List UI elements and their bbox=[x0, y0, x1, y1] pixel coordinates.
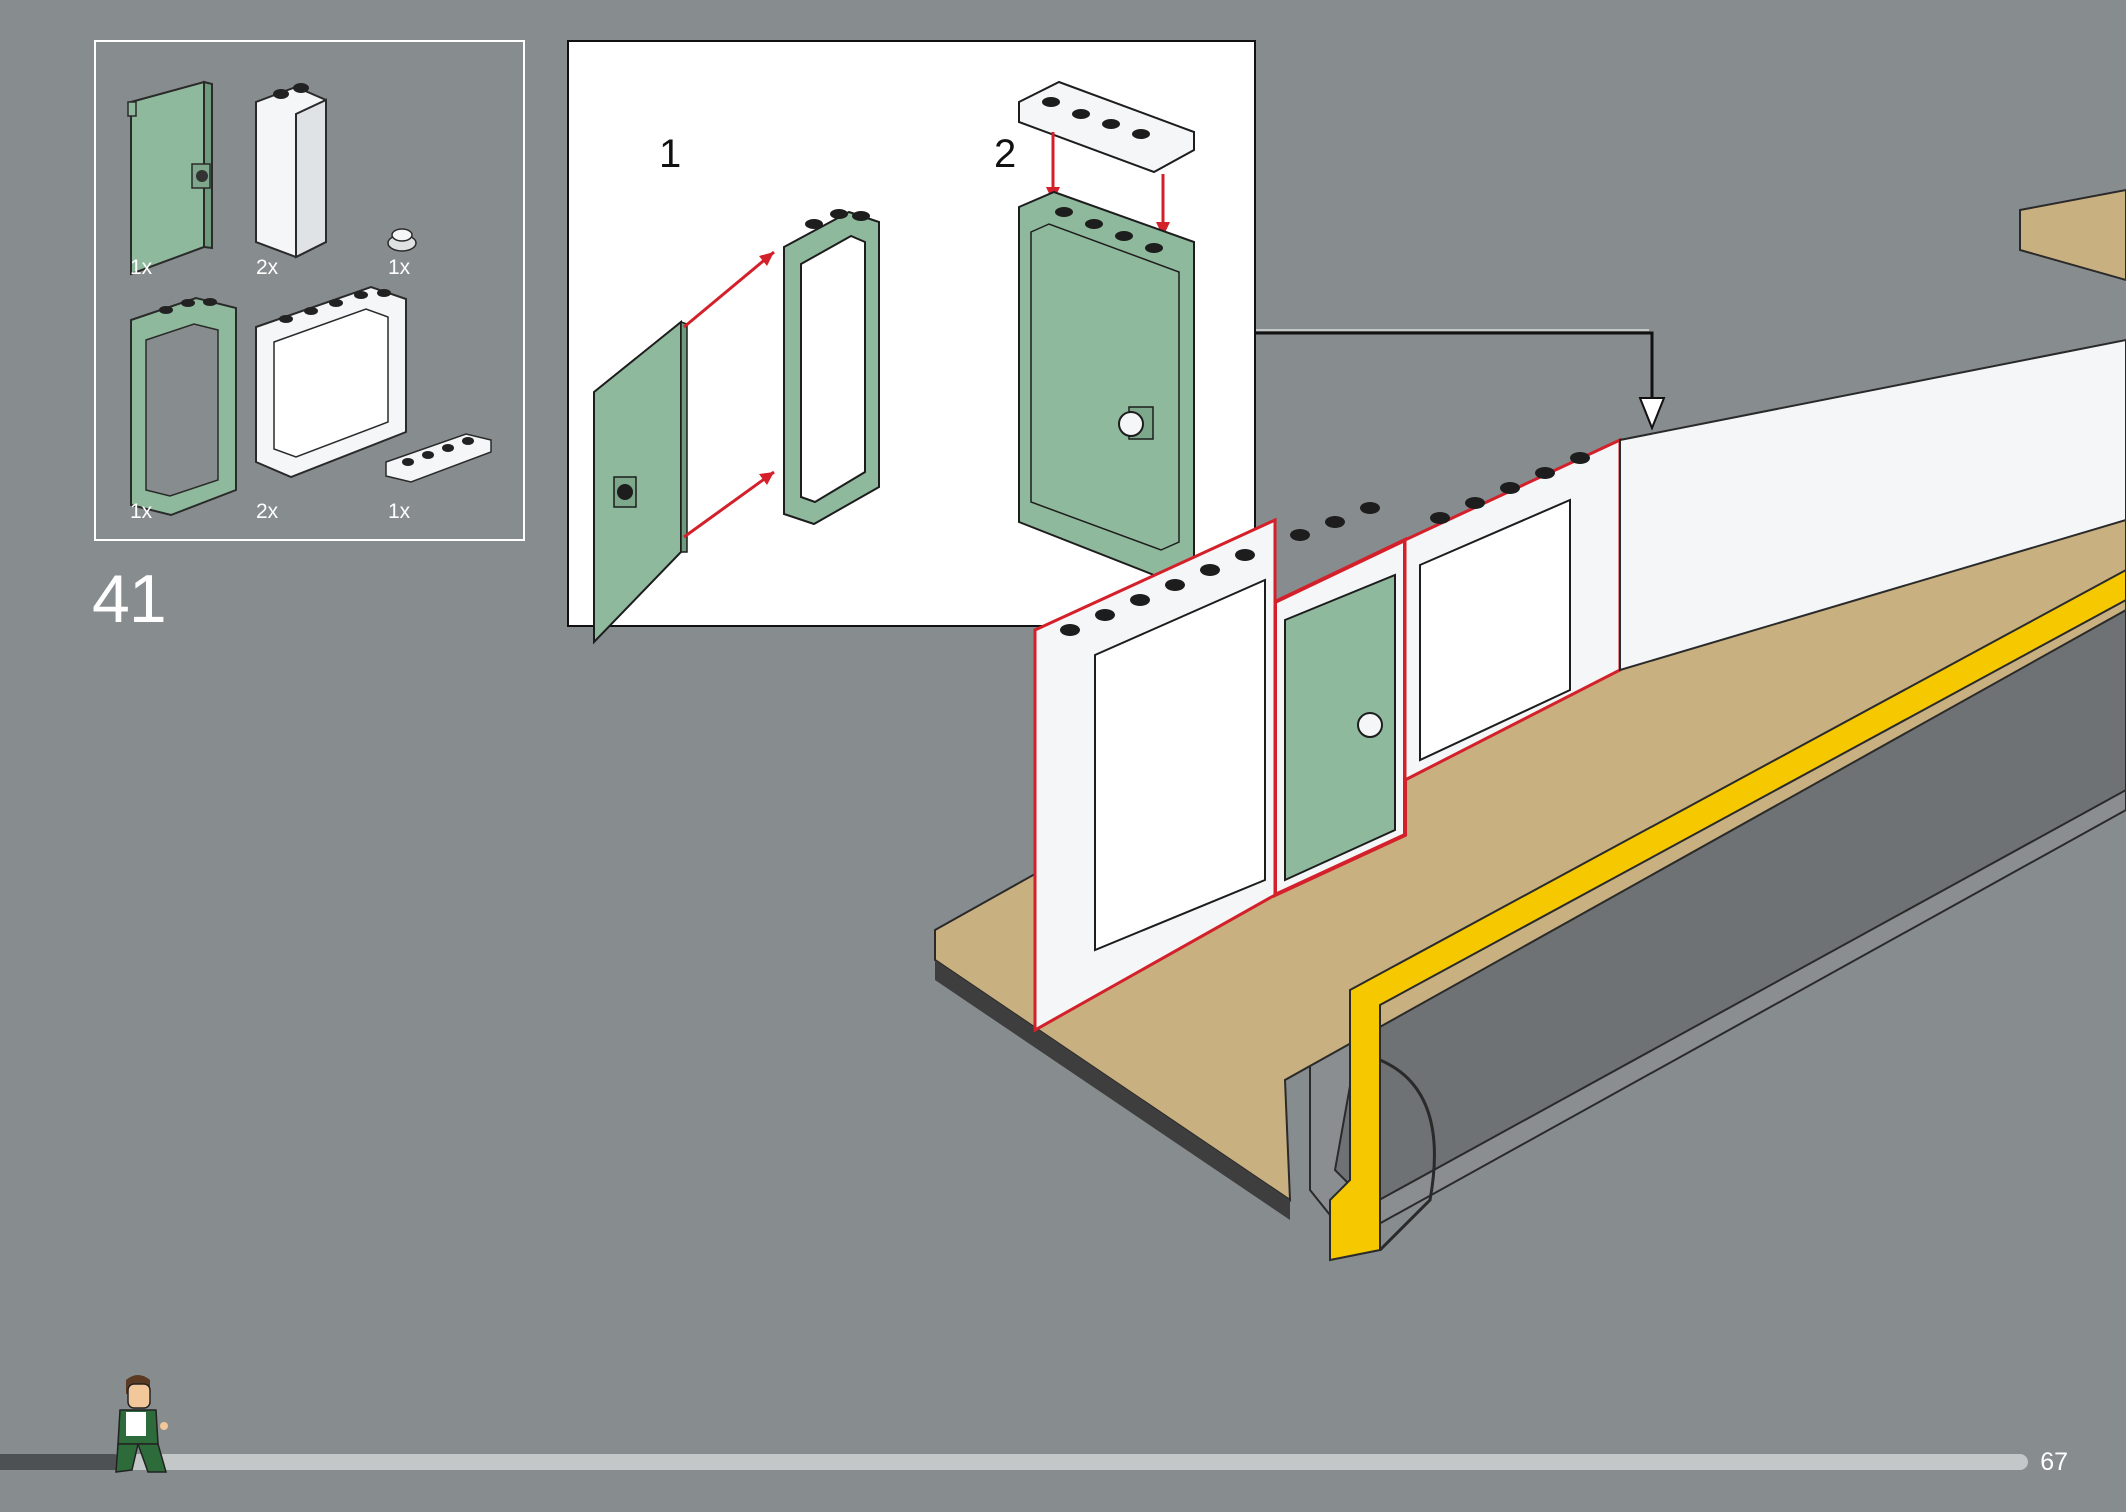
door-frame-part-icon bbox=[130, 296, 237, 517]
step-number: 41 bbox=[92, 561, 167, 637]
part-qty: 1x bbox=[130, 256, 153, 279]
substep-label: 2 bbox=[994, 132, 1017, 176]
part-qty: 1x bbox=[388, 256, 411, 279]
substep-2-illustration bbox=[1018, 80, 1195, 579]
part-qty: 1x bbox=[130, 500, 153, 523]
progress-bar-track bbox=[0, 1454, 2028, 1470]
parts-list-box: 1x 2x 1x 1x 2x 1x bbox=[94, 40, 525, 541]
round-plate-part-icon bbox=[387, 228, 417, 252]
part-qty: 1x bbox=[388, 500, 411, 523]
page-number: 67 bbox=[2040, 1448, 2068, 1476]
part-qty: 2x bbox=[256, 500, 279, 523]
substep-label: 1 bbox=[659, 132, 682, 176]
window-panel-part-icon bbox=[255, 285, 407, 479]
brick-part-icon bbox=[255, 83, 327, 259]
plate-part-icon bbox=[385, 433, 492, 483]
model-illustration bbox=[934, 188, 2126, 1262]
part-qty: 2x bbox=[256, 256, 279, 279]
progress-bar-fill bbox=[0, 1454, 122, 1470]
substep-1-illustration bbox=[593, 209, 880, 645]
callout-connector-arrow bbox=[1256, 329, 1666, 431]
minifigure-runner-icon bbox=[115, 1375, 168, 1473]
sub-assembly-callout: 1 2 bbox=[567, 40, 1256, 645]
door-part-icon bbox=[127, 80, 213, 276]
